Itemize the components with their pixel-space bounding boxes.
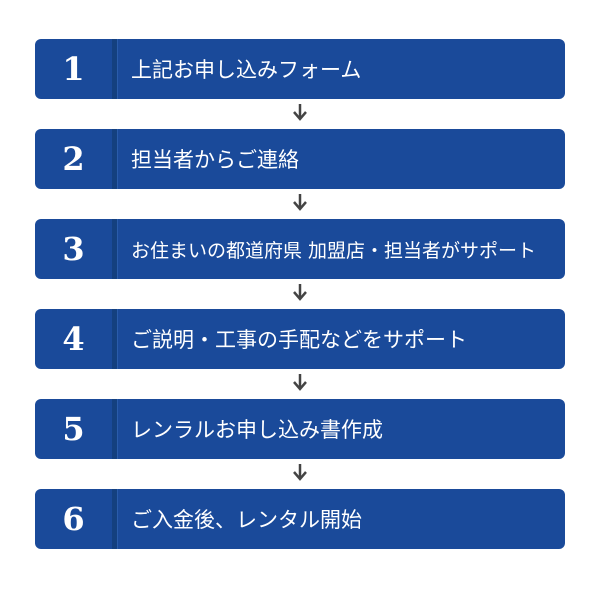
step-divider — [112, 129, 117, 189]
step-label: レンラルお申し込み書作成 — [131, 418, 383, 442]
down-arrow-icon — [293, 104, 307, 121]
step-4: 4 ご説明・工事の手配などをサポート — [35, 309, 565, 369]
step-label: ご入金後、レンタル開始 — [131, 508, 362, 532]
down-arrow-icon — [293, 464, 307, 481]
step-3: 3 お住まいの都道府県 加盟店・担当者がサポート — [35, 219, 565, 279]
step-6: 6 ご入金後、レンタル開始 — [35, 489, 565, 549]
step-number: 1 — [62, 50, 85, 88]
step-label: 上記お申し込みフォーム — [131, 58, 362, 82]
down-arrow-icon — [293, 374, 307, 391]
step-1: 1 上記お申し込みフォーム — [35, 39, 565, 99]
step-divider — [112, 219, 117, 279]
step-number: 4 — [62, 320, 85, 358]
step-2: 2 担当者からご連絡 — [35, 129, 565, 189]
step-number: 3 — [62, 230, 85, 268]
step-number: 2 — [62, 140, 85, 178]
step-label: ご説明・工事の手配などをサポート — [131, 328, 467, 352]
down-arrow-icon — [293, 194, 307, 211]
step-5: 5 レンラルお申し込み書作成 — [35, 399, 565, 459]
down-arrow-icon — [293, 284, 307, 301]
step-divider — [112, 399, 117, 459]
step-divider — [112, 489, 117, 549]
step-label: お住まいの都道府県 加盟店・担当者がサポート — [131, 239, 537, 262]
step-divider — [112, 309, 117, 369]
step-number: 5 — [62, 410, 85, 448]
step-divider — [112, 39, 117, 99]
step-label: 担当者からご連絡 — [131, 148, 299, 172]
step-number: 6 — [62, 500, 85, 538]
